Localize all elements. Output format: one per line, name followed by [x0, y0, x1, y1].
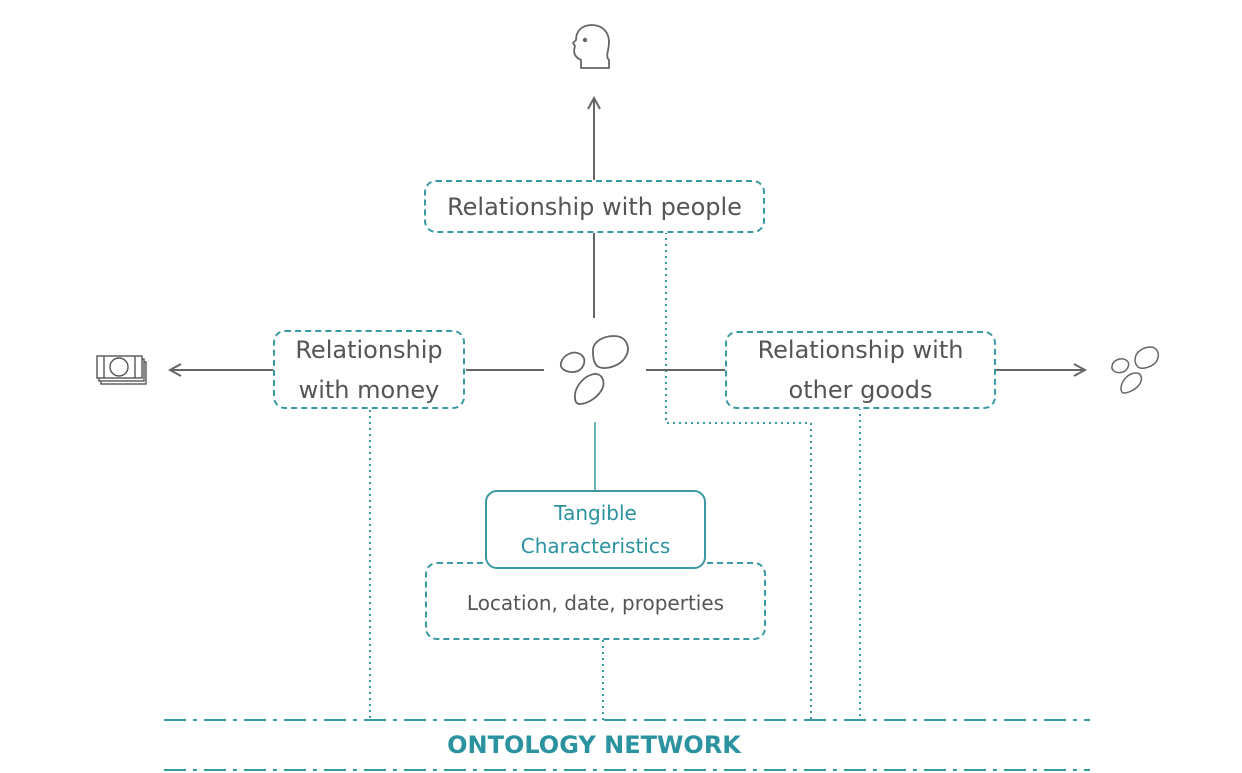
details-label: Location, date, properties	[466, 591, 725, 615]
person-head-icon	[572, 24, 610, 69]
relationship-money-label-line2: with money	[298, 375, 440, 404]
other-goods-pebbles-icon	[1111, 346, 1160, 394]
details-box: Location, date, properties	[425, 562, 766, 640]
dotted-connectors	[369, 232, 861, 720]
relationship-goods-label-line1: Relationship with	[757, 336, 964, 364]
relationship-people-box: Relationship with people	[424, 180, 765, 233]
ontology-network-title: ONTOLOGY NETWORK	[447, 731, 741, 759]
relationship-goods-label-line2: other goods	[788, 376, 933, 404]
relationship-lines	[170, 98, 1085, 370]
tangible-label-line1: Tangible	[554, 500, 637, 525]
relationship-money-label-line1: Relationship	[295, 335, 443, 364]
money-bills-icon	[96, 355, 147, 385]
ontology-network-lines	[164, 719, 1090, 771]
goods-pebbles-icon	[559, 335, 629, 405]
relationship-goods-box: Relationship with other goods	[725, 331, 996, 409]
tangible-label-line2: Characteristics	[520, 533, 671, 558]
relationship-money-box: Relationship with money	[273, 330, 465, 409]
tangible-characteristics-box: Tangible Characteristics	[485, 490, 706, 569]
relationship-people-label: Relationship with people	[447, 192, 742, 221]
